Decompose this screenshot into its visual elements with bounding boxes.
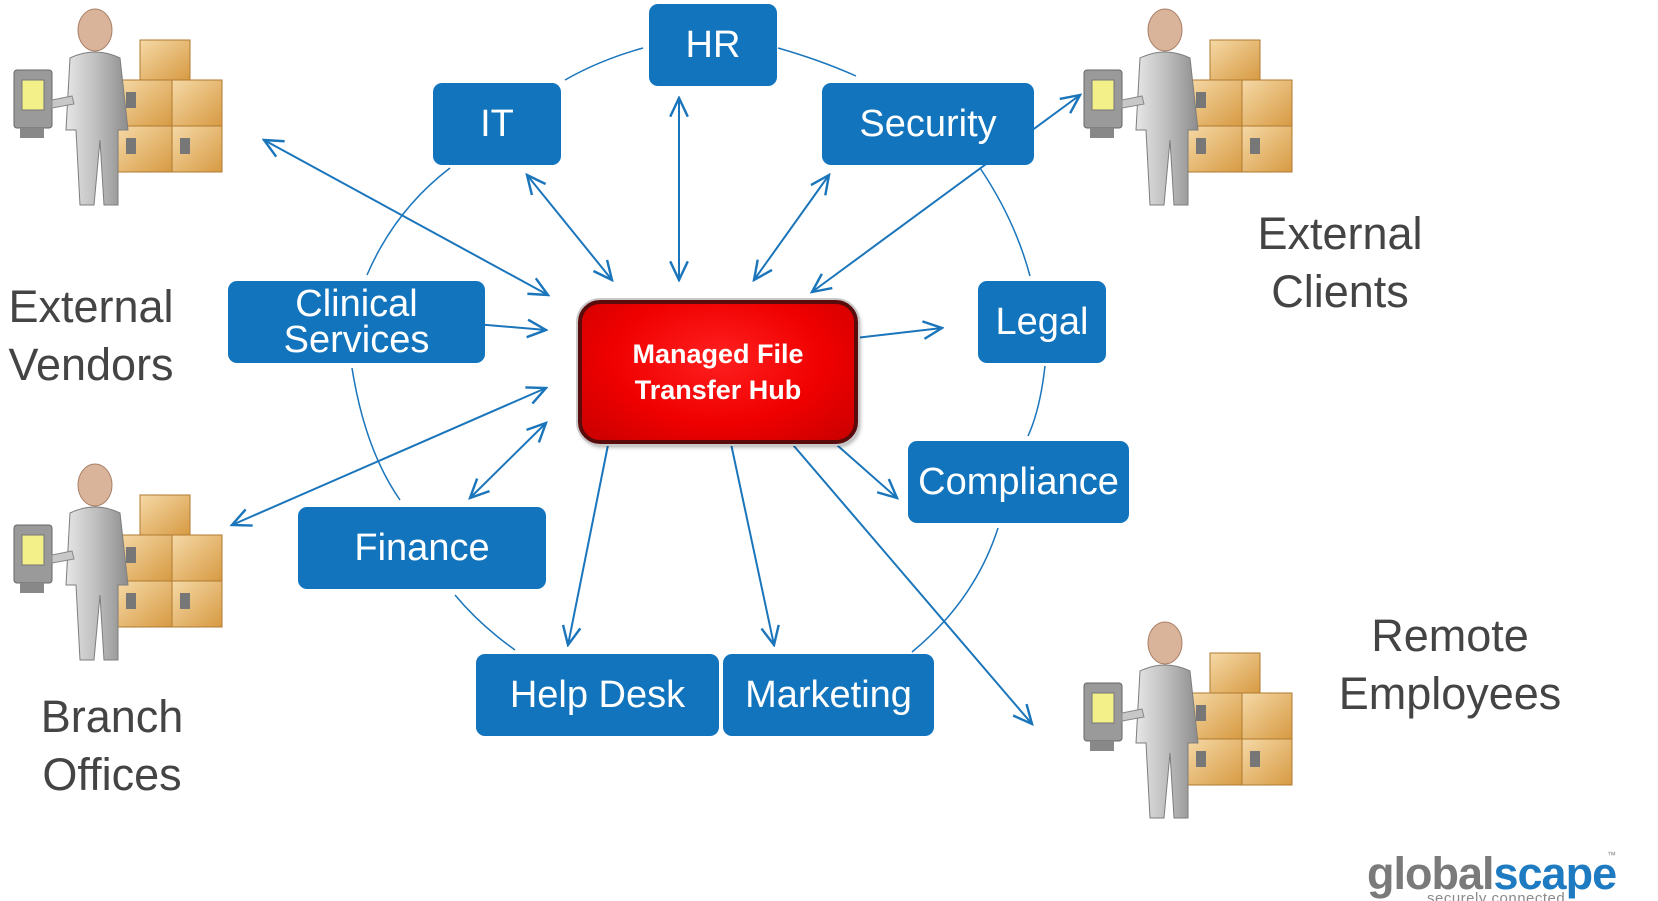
arrow-help-desk [568,425,612,645]
department-hr-label: HR [685,24,741,66]
external-vendors-label: External Vendors [0,278,182,394]
external-vendors-line-2: Vendors [8,339,174,390]
department-clinical-label-1: Clinical [295,283,418,325]
remote-employees-line-1: Remote [1371,610,1529,661]
department-hr: HR [649,4,777,86]
external-clients-label: External Clients [1250,205,1430,321]
department-compliance-label: Compliance [918,461,1119,503]
department-finance-label: Finance [354,527,490,569]
department-security-label: Security [859,103,997,145]
department-it-label: IT [480,103,514,145]
department-help-desk-label: Help Desk [509,674,686,716]
remote-employees-label: Remote Employees [1330,607,1570,723]
department-finance: Finance [298,507,546,589]
branch-offices-label: Branch Offices [22,688,202,804]
arrow-marketing [727,425,774,645]
department-legal: Legal [978,281,1106,363]
external-clients-line-1: External [1257,208,1423,259]
department-marketing-label: Marketing [745,674,912,716]
arrow-finance [470,423,546,498]
arrow-branch [232,388,546,525]
department-help-desk: Help Desk [476,654,719,736]
external-clients-line-2: Clients [1271,266,1409,317]
arrow-ext-vendors [264,140,548,295]
arrow-ext-clients [812,95,1080,292]
arrow-security [754,175,829,280]
hub-label-1: Managed File [632,339,804,369]
logo-tagline: securely connected [1427,890,1566,901]
arrow-remote [776,425,1032,724]
department-clinical-services: Clinical Services [228,281,485,363]
logo-wordmark: globalscape [1367,848,1617,899]
department-security: Security [822,83,1034,165]
logo-trademark: ™ [1607,850,1616,860]
department-clinical-label-2: Services [283,319,430,361]
department-marketing: Marketing [723,654,934,736]
hub-label-2: Transfer Hub [634,375,802,405]
managed-file-transfer-hub: Managed File Transfer Hub [578,300,858,444]
external-vendors-line-1: External [8,281,174,332]
department-it: IT [433,83,561,165]
arrow-it [527,175,612,280]
branch-offices-line-2: Offices [42,749,182,800]
remote-employees-line-2: Employees [1338,668,1562,719]
department-legal-label: Legal [995,301,1089,343]
globalscape-logo: globalscape ™ securely connected [1367,848,1617,901]
connector-arrows [232,95,1080,724]
branch-offices-line-1: Branch [40,691,184,742]
department-compliance: Compliance [908,441,1129,523]
